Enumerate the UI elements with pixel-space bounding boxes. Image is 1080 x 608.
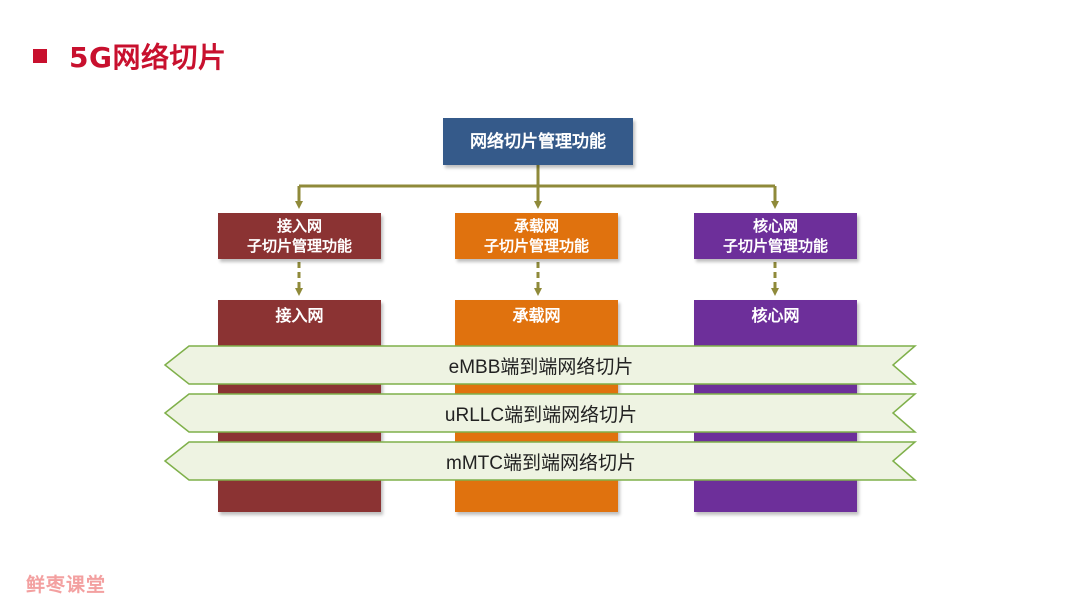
slice-management-label: 网络切片管理功能 (470, 131, 606, 152)
transport-subslice-line1: 承载网 (513, 217, 559, 235)
page-title: 5G网络切片 (33, 38, 226, 74)
mmtc-slice-banner (163, 441, 918, 481)
core-subslice-line2: 子切片管理功能 (722, 237, 828, 255)
transport-network-label: 承载网 (512, 306, 561, 325)
urllc-slice-banner (163, 393, 918, 433)
title-text: 5G网络切片 (69, 41, 227, 74)
ran-network-label: 接入网 (275, 306, 324, 325)
watermark: 鲜枣课堂 (26, 574, 107, 596)
transport-subslice-management-box: 承载网 子切片管理功能 (455, 213, 618, 259)
core-network-label: 核心网 (751, 306, 800, 325)
core-subslice-management-box: 核心网 子切片管理功能 (694, 213, 857, 259)
slice-management-box: 网络切片管理功能 (443, 118, 633, 165)
urllc-slice-label: uRLLC端到端网络切片 (444, 404, 638, 426)
ran-subslice-management-box: 接入网 子切片管理功能 (218, 213, 381, 259)
core-subslice-line1: 核心网 (752, 217, 798, 235)
transport-subslice-line2: 子切片管理功能 (483, 237, 589, 255)
embb-slice-banner (163, 345, 918, 385)
embb-slice-label: eMBB端到端网络切片 (448, 356, 634, 378)
title-bullet (33, 49, 47, 63)
mmtc-slice-label: mMTC端到端网络切片 (446, 452, 636, 474)
ran-subslice-line2: 子切片管理功能 (246, 237, 352, 255)
ran-subslice-line1: 接入网 (276, 217, 322, 235)
